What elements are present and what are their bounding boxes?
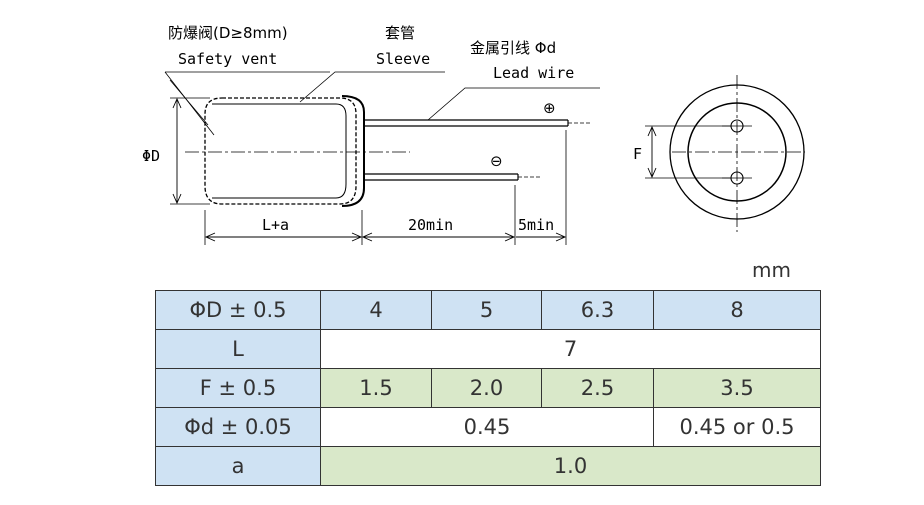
table-row: a 1.0 [155,446,821,486]
table-row: ΦD ± 0.5 4 5 6.3 8 [155,290,821,330]
dim-20-arrow-r [504,232,516,242]
table-cell: 8 [653,290,821,330]
row-label-length: L [155,329,321,369]
table-cell: 2.5 [541,368,654,408]
table-cell: 3.5 [653,368,821,408]
table-row: F ± 0.5 1.5 2.0 2.5 3.5 [155,368,821,408]
sleeve-outline [212,103,347,199]
table-cell: 2.0 [431,368,542,408]
lead-wire-cn-label: 金属引线 Φd [470,39,556,57]
table-cell: 7 [320,329,821,369]
dim-D-label: ΦD [142,147,160,165]
row-label-diameter: ΦD ± 0.5 [155,290,321,330]
capacitor-dimension-drawing: 防爆阀(D≥8mm) Safety vent 套管 Sleeve 金属引线 Φd… [142,24,805,245]
positive-sign: ⊕ [543,99,556,117]
dim-F-arrow-top [647,125,657,137]
negative-sign: ⊖ [490,152,503,170]
dim-D-arrow-top [172,97,182,109]
dim-F-label: F [633,145,642,163]
table-cell: 1.5 [320,368,432,408]
row-label-lead-diameter: Φd ± 0.05 [155,407,321,447]
row-label-lead-spacing: F ± 0.5 [155,368,321,408]
unit-label: mm [752,258,791,282]
dim-lead-label: 20min [408,216,453,234]
dim-F-arrow-bottom [647,167,657,179]
table-row: L 7 [155,329,821,369]
table-cell: 0.45 or 0.5 [653,407,821,447]
table-row: Φd ± 0.05 0.45 0.45 or 0.5 [155,407,821,447]
dim-5-arrow-r [555,232,567,242]
leader-lead-wire [427,87,600,121]
dim-20-arrow-l [361,232,373,242]
table-cell: 6.3 [541,290,654,330]
dim-D-arrow-bottom [172,193,182,205]
dim-L-arrow-r [351,232,363,242]
table-cell: 0.45 [320,407,654,447]
dim-L-label: L+a [262,216,289,234]
leader-safety-vent-diag2 [169,79,209,126]
lead-wire-en-label: Lead wire [493,64,574,82]
table-cell: 4 [320,290,432,330]
table-cell: 5 [431,290,542,330]
rubber-seal [341,95,365,207]
sleeve-cn-label: 套管 [385,24,415,42]
leader-sleeve [299,71,445,103]
dim-L-arrow-l [204,232,216,242]
dim-tip-label: 5min [518,216,554,234]
table-cell: 1.0 [320,446,821,486]
sleeve-en-label: Sleeve [376,50,430,68]
dimension-table: ΦD ± 0.5 4 5 6.3 8 L 7 F ± 0.5 1.5 2.0 2… [155,290,821,486]
safety-vent-cn-label: 防爆阀(D≥8mm) [168,24,288,42]
capacitor-body-outline [204,97,357,205]
safety-vent-en-label: Safety vent [178,50,277,68]
row-label-a: a [155,446,321,486]
